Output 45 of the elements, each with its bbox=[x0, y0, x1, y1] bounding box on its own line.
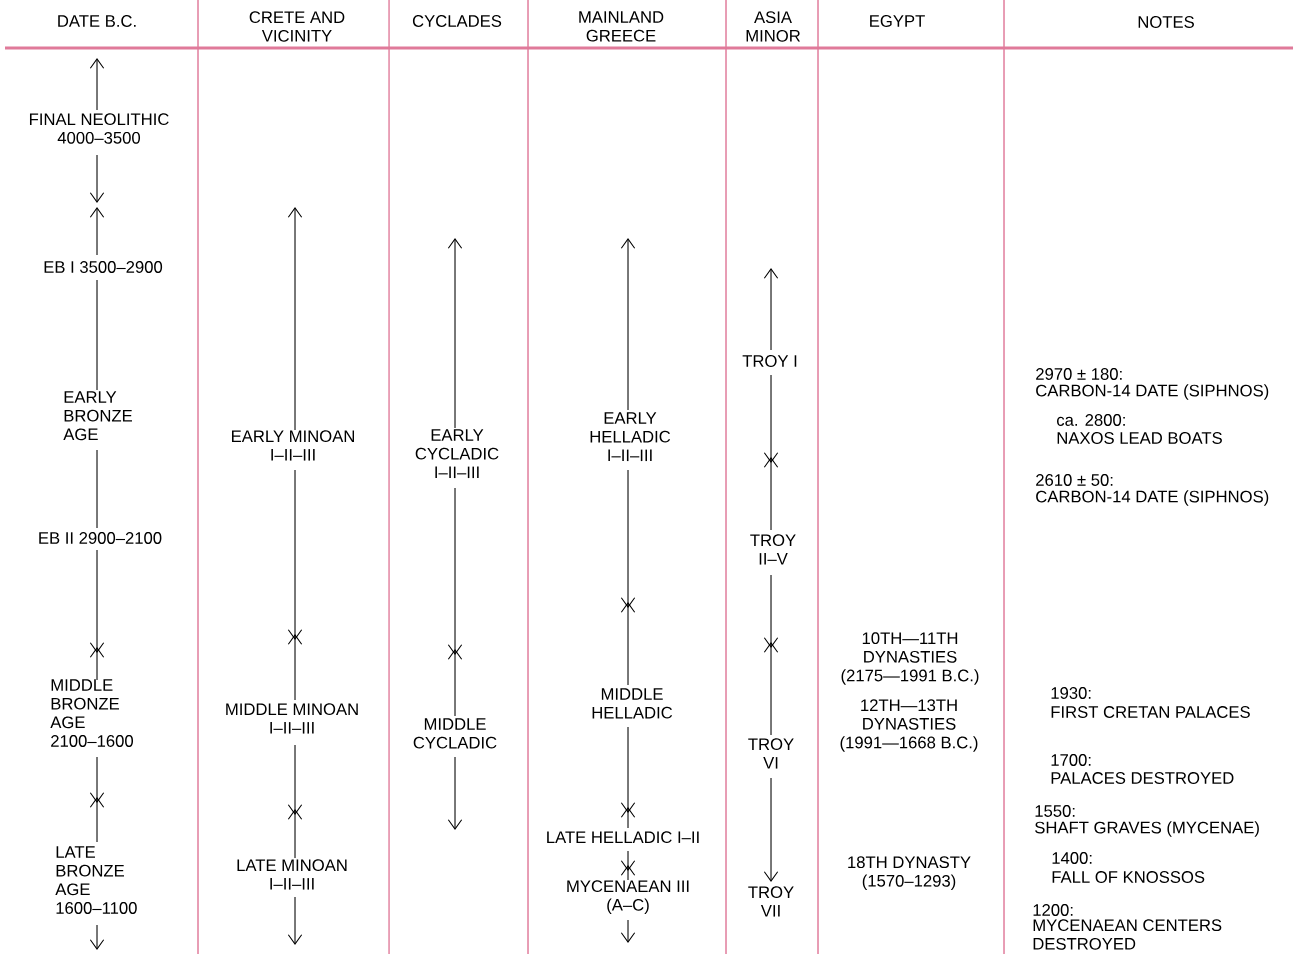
note-text: ca. 2800: bbox=[1057, 414, 1125, 426]
period-label: TROY VII bbox=[748, 886, 794, 917]
note-text: FALL OF KNOSSOS bbox=[1052, 871, 1205, 883]
period-label: MIDDLE HELLADIC bbox=[592, 688, 673, 719]
period-label: MIDDLE CYCLADIC bbox=[413, 718, 497, 749]
note-text: 1200: bbox=[1033, 904, 1073, 916]
period-label: TROY I bbox=[742, 355, 797, 367]
period-label: LATE HELLADIC I–II bbox=[547, 831, 699, 844]
period-label: MIDDLE MINOAN I–II–III bbox=[226, 703, 358, 734]
period-label: EARLY BRONZE AGE bbox=[63, 391, 132, 441]
dynasty-label: 10TH—11TH DYNASTIES (2175—1991 B.C.) bbox=[841, 632, 979, 685]
period-label: LATE BRONZE AGE 1600–1100 bbox=[55, 846, 137, 914]
note-text: 1700: bbox=[1051, 754, 1091, 766]
note-text: NAXOS LEAD BOATS bbox=[1057, 432, 1222, 444]
note-text: 2610 ± 50: bbox=[1036, 474, 1113, 486]
period-label: MIDDLE BRONZE AGE 2100–1600 bbox=[50, 679, 133, 747]
column-header: CYCLADES bbox=[412, 15, 502, 27]
period-label: EARLY CYCLADIC I–II–III bbox=[415, 429, 499, 479]
period-label: TROY VI bbox=[748, 738, 794, 769]
period-label: TROY II–V bbox=[750, 534, 796, 565]
note-text: 1930: bbox=[1051, 687, 1091, 699]
column-header: CRETE AND VICINITY bbox=[249, 11, 345, 42]
period-label: MYCENAEAN III (A–C) bbox=[567, 880, 689, 915]
dynasty-label: 18TH DYNASTY (1570–1293) bbox=[848, 856, 971, 891]
note-text: CARBON-14 DATE (SIPHNOS) bbox=[1036, 490, 1269, 506]
note-text: 1550: bbox=[1035, 805, 1075, 817]
note-text: CARBON-14 DATE (SIPHNOS) bbox=[1036, 384, 1269, 400]
note-text: PALACES DESTROYED bbox=[1051, 772, 1234, 784]
column-header: MAINLAND GREECE bbox=[579, 11, 664, 42]
note-text: 1400: bbox=[1052, 852, 1092, 864]
note-text: MYCENAEAN CENTERS DESTROYED bbox=[1033, 919, 1222, 950]
column-header: EGYPT bbox=[870, 15, 925, 27]
period-label: EARLY MINOAN I–II–III bbox=[232, 430, 354, 461]
period-label: EARLY HELLADIC I–II–III bbox=[590, 412, 671, 462]
period-label: EB II 2900–2100 bbox=[39, 532, 162, 544]
column-header: DATE B.C. bbox=[58, 15, 136, 27]
column-header: ASIA MINOR bbox=[746, 11, 800, 42]
note-text: 2970 ± 180: bbox=[1036, 368, 1122, 380]
note-text: SHAFT GRAVES (MYCENAE) bbox=[1035, 821, 1259, 837]
period-label: LATE MINOAN I–II–III bbox=[237, 859, 347, 890]
column-header: NOTES bbox=[1138, 16, 1194, 28]
period-label: EB I 3500–2900 bbox=[44, 261, 163, 273]
dynasty-label: 12TH—13TH DYNASTIES (1991—1668 B.C.) bbox=[840, 699, 978, 752]
period-label: FINAL NEOLITHIC 4000–3500 bbox=[30, 113, 169, 144]
note-text: FIRST CRETAN PALACES bbox=[1051, 706, 1250, 718]
